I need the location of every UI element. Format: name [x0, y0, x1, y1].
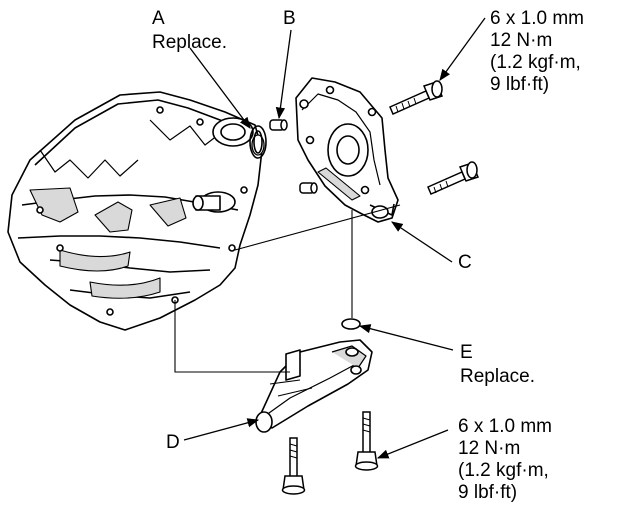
leader-top-torque: [439, 17, 486, 81]
oil-strainer: [255, 339, 373, 433]
leader-d: [183, 418, 260, 441]
flange-bolt-top: [389, 80, 444, 115]
leader-c: [391, 221, 453, 263]
alignment-lines: [174, 204, 401, 373]
engine-block: [7, 91, 265, 331]
callout-a-letter: A: [152, 8, 165, 29]
callout-b-letter: B: [283, 8, 296, 29]
strainer-bolt-left: [281, 437, 306, 495]
torque-top-lbf: 9 lbf·ft): [490, 74, 550, 95]
torque-bottom-kgf: (1.2 kgf·m,: [458, 460, 549, 481]
oil-pump: [295, 77, 399, 223]
leader-e: [358, 324, 454, 351]
leader-b: [275, 29, 292, 120]
callout-a-note: Replace.: [152, 32, 227, 53]
strainer-bolt-right: [354, 411, 379, 471]
o-ring-a: [249, 125, 267, 159]
dowel-pin-b: [269, 119, 288, 131]
leader-a: [189, 47, 251, 129]
leader-lines: [183, 17, 486, 459]
torque-top-kgf: (1.2 kgf·m,: [490, 52, 581, 73]
torque-bottom-lbf: 9 lbf·ft): [458, 482, 518, 503]
flange-bolt-middle: [427, 161, 480, 195]
callout-d-letter: D: [166, 432, 180, 453]
leader-bottom-torque: [376, 429, 449, 459]
callout-e-note: Replace.: [460, 366, 535, 387]
torque-top-nm: 12 N·m: [490, 30, 553, 51]
torque-bottom-nm: 12 N·m: [458, 438, 521, 459]
dowel-pin-lower: [299, 182, 318, 194]
torque-bottom-size: 6 x 1.0 mm: [458, 416, 552, 437]
torque-top-size: 6 x 1.0 mm: [490, 8, 584, 29]
callout-c-letter: C: [458, 252, 472, 273]
o-ring-e: [341, 318, 361, 330]
callout-e-letter: E: [460, 342, 473, 363]
